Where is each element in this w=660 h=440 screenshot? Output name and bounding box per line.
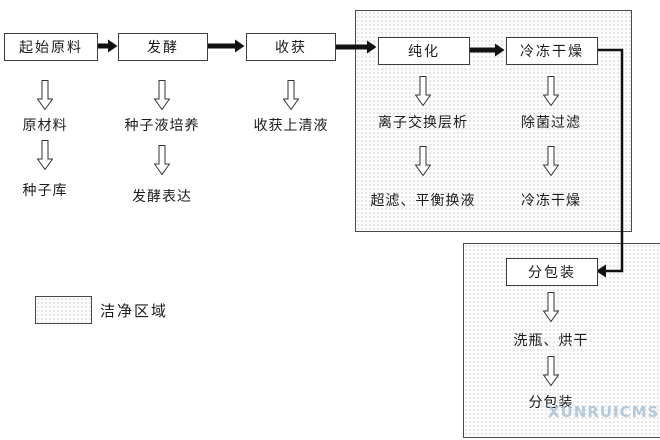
flow-box-ferment-label: 发酵 — [147, 40, 179, 56]
step-label-ultrafiltration: 超滤、平衡换液 — [370, 193, 476, 209]
arrow-down-icon — [543, 146, 559, 176]
step-label-sterile-filtration: 除菌过滤 — [521, 115, 581, 131]
step-label-seed-culture: 种子液培养 — [124, 118, 200, 134]
arrow-right-icon — [96, 39, 118, 53]
flow-box-purify: 纯化 — [378, 37, 470, 65]
arrow-down-icon — [283, 80, 299, 110]
arrow-down-icon — [37, 80, 53, 110]
flow-box-freeze-dry-label: 冷冻干燥 — [520, 44, 584, 60]
step-label-seed-bank: 种子库 — [22, 183, 68, 199]
step-label-bottle-washing: 洗瓶、烘干 — [513, 333, 589, 349]
flow-box-harvest: 收获 — [246, 33, 336, 61]
flow-box-ferment: 发酵 — [118, 33, 208, 61]
step-label-fermentation-expression: 发酵表达 — [132, 189, 192, 205]
step-label-harvest-supernatant: 收获上清液 — [253, 118, 329, 134]
watermark-text: XUNRUICMS — [548, 403, 660, 421]
flow-box-freeze-dry: 冷冻干燥 — [506, 37, 598, 65]
arrow-down-icon — [37, 140, 53, 170]
arrow-right-icon — [469, 43, 505, 57]
step-label-ion-exchange: 离子交换层析 — [378, 115, 468, 131]
step-label-freeze-drying: 冷冻干燥 — [521, 193, 581, 209]
legend-clean-area-label: 洁净区域 — [100, 302, 169, 320]
flow-box-packaging-label: 分包装 — [528, 265, 576, 281]
arrow-right-icon — [207, 39, 245, 53]
arrow-down-icon — [415, 76, 431, 106]
arrow-down-icon — [543, 292, 559, 322]
arrow-right-icon — [336, 40, 377, 54]
arrow-down-icon — [543, 356, 559, 386]
arrow-down-icon — [154, 145, 170, 175]
step-label-subpackaging: 分包装 — [528, 395, 574, 411]
step-label-raw-material: 原材料 — [22, 118, 68, 134]
flow-box-start: 起始原料 — [4, 33, 98, 61]
flow-box-purify-label: 纯化 — [408, 44, 440, 60]
legend-clean-area-swatch — [35, 296, 92, 324]
flow-box-start-label: 起始原料 — [19, 40, 83, 56]
arrow-down-icon — [543, 76, 559, 106]
arrow-down-icon — [415, 146, 431, 176]
flow-box-packaging: 分包装 — [506, 258, 598, 286]
flow-box-harvest-label: 收获 — [275, 40, 307, 56]
arrow-down-icon — [154, 80, 170, 110]
